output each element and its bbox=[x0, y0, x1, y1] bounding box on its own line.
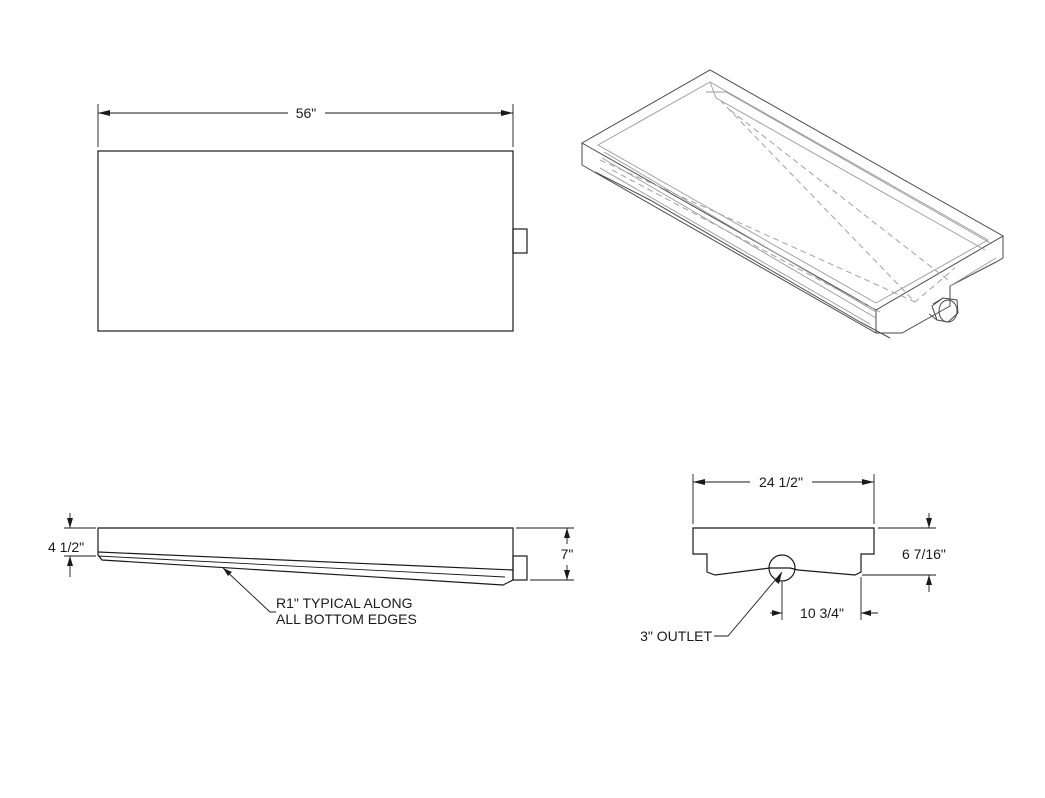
width-dimension: 24 1/2" bbox=[692, 474, 875, 524]
outlet-circle bbox=[768, 554, 796, 582]
total-height-dimension: 7" bbox=[516, 527, 574, 581]
end-height-dimension: 6 7/16" bbox=[862, 513, 946, 592]
side-view: 4 1/2" 7" R1" TYPICAL ALONG ALL BOTTOM E… bbox=[48, 513, 574, 627]
end-height-label: 6 7/16" bbox=[902, 546, 946, 562]
top-view-outline bbox=[97, 150, 514, 332]
outlet-offset-label: 10 3/4" bbox=[800, 605, 844, 621]
length-label: 56" bbox=[296, 105, 317, 121]
top-view: 56" bbox=[97, 104, 528, 332]
length-dimension: 56" bbox=[98, 105, 513, 121]
radius-note-line2: ALL BOTTOM EDGES bbox=[276, 611, 417, 627]
total-height-label: 7" bbox=[561, 546, 574, 562]
side-height-dimension: 4 1/2" bbox=[48, 513, 96, 577]
width-label: 24 1/2" bbox=[759, 474, 803, 490]
radius-note: R1" TYPICAL ALONG ALL BOTTOM EDGES bbox=[222, 567, 417, 627]
outlet-note-label: 3" OUTLET bbox=[640, 628, 712, 644]
end-view: 24 1/2" 6 7/16" 10 3/4" 3" OUTLET bbox=[640, 474, 946, 644]
outlet-note: 3" OUTLET bbox=[640, 571, 783, 644]
iso-outlet bbox=[928, 297, 959, 323]
outlet-offset-dimension: 10 3/4" bbox=[770, 577, 878, 621]
isometric-view bbox=[580, 69, 1005, 339]
top-view-outlet bbox=[512, 228, 528, 254]
side-height-label: 4 1/2" bbox=[48, 539, 84, 555]
radius-note-line1: R1" TYPICAL ALONG bbox=[276, 595, 412, 611]
